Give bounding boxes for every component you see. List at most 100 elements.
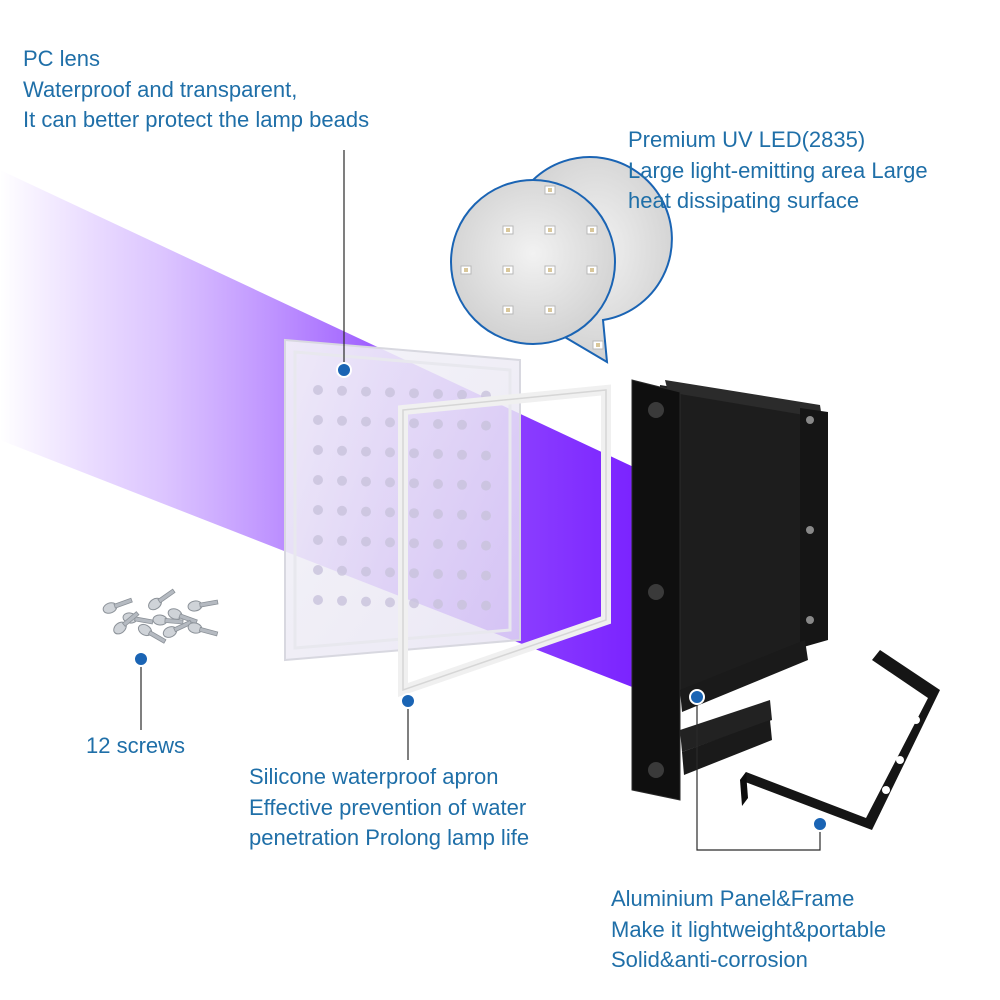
led-chip-core — [506, 308, 510, 312]
screw — [187, 599, 219, 612]
apron-callout-dot — [400, 693, 416, 709]
lens-bead — [361, 596, 371, 607]
lens-bead — [433, 449, 443, 459]
lens-bead — [361, 446, 371, 457]
panel-title: Aluminium Panel&Frame — [611, 886, 855, 911]
apron-title: Silicone waterproof apron — [249, 764, 499, 789]
lens-bead — [409, 538, 419, 549]
screws-title: 12 screws — [86, 733, 186, 758]
panel-callout-line — [696, 697, 821, 851]
uv-led-line-2: Large light-emitting area Large — [628, 157, 928, 183]
lens-bead — [457, 419, 467, 430]
lens-bead — [433, 479, 443, 489]
lens-bead — [385, 447, 395, 458]
uv-led-line-3: heat dissipating surface — [628, 188, 860, 213]
lens-bead — [313, 475, 323, 485]
lens-bead — [337, 595, 347, 606]
led-chip-core — [548, 308, 552, 312]
lens-bead — [457, 539, 467, 550]
led-chip-grid — [460, 185, 604, 350]
led-chip-core — [590, 268, 594, 272]
screw — [152, 614, 184, 626]
lens-bead — [481, 540, 491, 551]
led-chip-core — [548, 228, 552, 232]
led-chip-core — [506, 228, 510, 232]
lens-bead — [457, 599, 467, 610]
screw — [113, 611, 140, 635]
lens-bead — [409, 478, 419, 489]
lens-bead — [433, 569, 443, 579]
lens-bead — [385, 387, 395, 398]
pc-lens-callout-dot — [336, 362, 352, 378]
lens-bead — [385, 507, 395, 518]
lens-bead — [313, 565, 323, 575]
led-chip-core — [464, 268, 468, 272]
led-zoom-bubble — [450, 156, 673, 364]
screw — [137, 623, 167, 644]
lens-bead — [409, 508, 419, 519]
panel-label: Aluminium Panel&Frame Make it lightweigh… — [611, 884, 886, 976]
led-chip-core — [506, 268, 510, 272]
lens-bead-grid — [313, 385, 491, 611]
pc-lens-line-3: It can better protect the lamp beads — [23, 107, 370, 132]
lens-bead — [457, 509, 467, 520]
lens-bead — [457, 479, 467, 490]
lens-bead — [433, 599, 443, 609]
lens-bead — [337, 535, 347, 546]
apron-line-2: Effective prevention of water — [249, 794, 527, 820]
lens-bead — [409, 388, 419, 399]
lens-bead — [385, 477, 395, 488]
lens-bead — [481, 480, 491, 491]
lens-bead — [409, 418, 419, 429]
lens-bead — [433, 509, 443, 519]
lens-bead — [457, 449, 467, 460]
uv-led-title: Premium UV LED(2835) — [628, 127, 866, 152]
pc-lens-line-2: Waterproof and transparent, — [23, 76, 298, 102]
lens-bead — [433, 419, 443, 429]
led-chip-core — [596, 343, 600, 347]
pc-lens-title: PC lens — [23, 46, 101, 71]
screws-callout-dot — [133, 651, 149, 667]
apron-line-3: penetration Prolong lamp life — [249, 825, 530, 850]
lens-bead — [313, 385, 323, 395]
lens-bead — [313, 535, 323, 545]
panel-line-2: Make it lightweight&portable — [611, 916, 887, 942]
lens-bead — [337, 565, 347, 576]
lens-bead — [409, 448, 419, 459]
pc-lens-label: PC lens Waterproof and transparent, It c… — [23, 44, 369, 136]
panel-line-3: Solid&anti-corrosion — [611, 947, 808, 972]
lens-bead — [313, 595, 323, 605]
lens-bead — [409, 598, 419, 609]
lens-bead — [361, 566, 371, 577]
lens-bead — [481, 570, 491, 581]
lens-bead — [433, 539, 443, 549]
screw — [102, 597, 133, 614]
lens-bead — [481, 450, 491, 461]
lens-bead — [313, 505, 323, 515]
screw — [167, 608, 198, 625]
lens-bead — [385, 537, 395, 548]
lens-bead — [481, 420, 491, 431]
lens-bead — [361, 416, 371, 427]
lens-bead — [457, 569, 467, 580]
lens-bead — [337, 385, 347, 396]
lens-bead — [481, 510, 491, 521]
panel-callout-dot — [689, 689, 705, 705]
lens-bead — [481, 600, 491, 611]
screw — [187, 622, 219, 637]
lens-bead — [385, 597, 395, 608]
lens-bead — [361, 506, 371, 517]
screw — [148, 588, 176, 611]
lens-bead — [361, 386, 371, 397]
lens-bead — [337, 475, 347, 486]
lens-bead — [337, 505, 347, 516]
lens-bead — [361, 476, 371, 487]
lens-bead — [337, 445, 347, 456]
lens-bead — [313, 445, 323, 455]
led-chip-core — [590, 228, 594, 232]
screws-icon — [102, 588, 219, 644]
callout-lines — [140, 150, 821, 851]
lens-bead — [385, 417, 395, 428]
uv-led-label: Premium UV LED(2835) Large light-emittin… — [628, 125, 928, 217]
